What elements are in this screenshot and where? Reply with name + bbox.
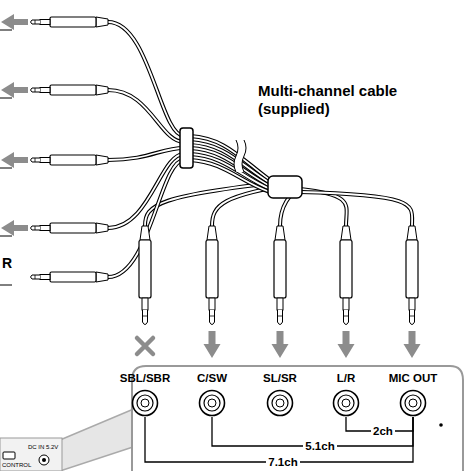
plug	[137, 226, 153, 354]
plug	[1, 152, 108, 168]
cable-label: Multi-channel cable (supplied)	[258, 82, 418, 118]
jack: MIC OUT	[387, 372, 440, 417]
plug	[1, 14, 108, 30]
jack-socket	[332, 389, 360, 417]
jack-label: SL/SR	[261, 372, 299, 385]
jack-socket	[399, 389, 427, 417]
plug	[404, 226, 421, 358]
channel-label: 7.1ch	[266, 456, 299, 469]
plug	[204, 226, 221, 358]
device-panel	[0, 366, 463, 471]
jack: L/R	[330, 372, 362, 417]
jack-label: C/SW	[195, 372, 230, 385]
jack-label: L/R	[330, 372, 362, 385]
jack: C/SW	[195, 372, 230, 417]
jack: SL/SR	[261, 372, 299, 417]
plugs	[1, 14, 421, 358]
jack-socket	[198, 389, 226, 417]
plug	[272, 226, 289, 358]
channel-label: 5.1ch	[303, 440, 336, 453]
cut-text: R	[2, 255, 12, 271]
channel-label: 2ch	[371, 425, 395, 438]
plug	[1, 82, 108, 98]
jack: SBL/SBR	[118, 372, 173, 417]
plug	[1, 220, 108, 236]
multi-channel-cable	[108, 22, 412, 277]
jack-label: SBL/SBR	[118, 372, 173, 385]
port-label: CONTROL	[2, 462, 31, 469]
jack-socket	[266, 389, 294, 417]
plug	[338, 226, 355, 358]
jack-socket	[131, 389, 159, 417]
jack-label: MIC OUT	[387, 372, 440, 385]
plug	[31, 272, 109, 282]
port-label: DC IN 5.2V	[28, 444, 58, 451]
